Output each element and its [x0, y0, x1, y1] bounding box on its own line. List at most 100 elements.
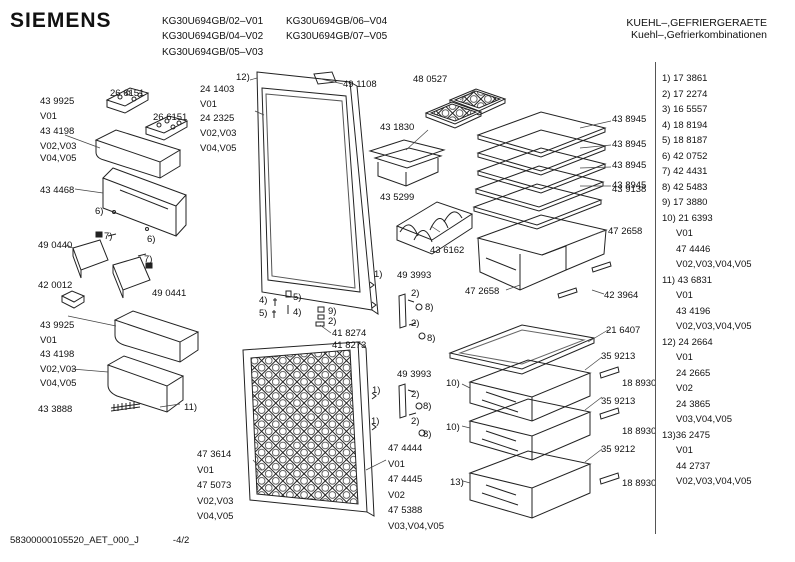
list-item: 24 3865: [676, 398, 711, 410]
part-label: 43 1830: [380, 122, 415, 133]
reference-number: 6): [95, 206, 104, 217]
list-item: V01: [676, 228, 693, 239]
model-number: KG30U694GB/07–V05: [286, 31, 388, 42]
glass-shelf: [478, 130, 605, 175]
list-item: 24 2665: [676, 367, 711, 379]
ice-tray-lower: [426, 102, 481, 128]
door-bracket: [372, 294, 425, 436]
egg-tray-upper: [107, 88, 148, 113]
reference-number: 1): [371, 416, 380, 427]
part-label: 43 9138: [612, 184, 647, 195]
list-item: V02,V03,V04,V05: [676, 321, 752, 332]
category-subtitle: Kuehl–,Gefrierkombinationen: [631, 29, 767, 41]
part-label: 24 1403: [200, 84, 235, 95]
list-item: V01: [676, 290, 693, 301]
part-label: 49 0440: [38, 240, 73, 251]
door-shelf-bottom: [108, 356, 183, 412]
part-label: V02,V03: [200, 128, 237, 139]
glass-shelf: [476, 166, 603, 211]
part-label: 47 5388: [388, 505, 423, 516]
reference-number: 8): [427, 333, 436, 344]
part-label: 43 3888: [38, 404, 73, 415]
reference-number: 1): [374, 269, 383, 280]
reference-number: 1): [372, 385, 381, 396]
list-item: V03,V04,V05: [676, 414, 732, 425]
part-label: 43 6162: [430, 245, 465, 256]
part-label: 21 6407: [606, 325, 641, 336]
part-label: 18 8930: [622, 478, 657, 489]
list-item: 43 4196: [676, 305, 711, 317]
list-item: 12) 24 2664: [662, 336, 713, 348]
reference-number: 7): [144, 254, 153, 265]
reference-number: 13): [450, 477, 464, 488]
list-item: 1) 17 3861: [662, 73, 708, 84]
freezer-door-lower: [243, 342, 374, 516]
part-label: 47 4445: [388, 474, 423, 485]
part-label: 35 9212: [601, 444, 636, 455]
list-item: 4) 18 8194: [662, 119, 708, 131]
list-item: 13)36 2475: [662, 429, 711, 441]
part-label: 43 8945: [612, 160, 647, 171]
part-label: V01: [197, 464, 214, 476]
part-label: 43 4198: [40, 126, 75, 137]
reference-number: 10): [446, 422, 460, 433]
bottle-rack: [397, 202, 472, 254]
document-code: 58300000105520_AET_000_J: [10, 535, 139, 546]
part-label: 18 8930: [622, 426, 657, 437]
part-label: 35 9213: [601, 351, 636, 362]
part-label: 43 8945: [612, 114, 647, 125]
document-footer: 58300000105520_AET_000_J-4/2: [10, 535, 189, 546]
reference-number: 4): [259, 295, 268, 306]
part-label: V02,V03: [40, 364, 77, 375]
brand-logo: SIEMENS: [10, 9, 112, 32]
egg-tray-lower: [146, 116, 187, 140]
freezer-drawer: [470, 399, 590, 460]
part-label: 43 8945: [612, 139, 647, 150]
part-label: 49 3993: [397, 369, 432, 380]
freezer-drawer: [470, 360, 590, 421]
reference-number: 2): [411, 416, 420, 427]
part-label: 49 3993: [397, 270, 432, 281]
part-label: 43 9925: [40, 96, 75, 107]
model-number: KG30U694GB/02–V01: [162, 16, 264, 27]
part-label: 47 4444: [388, 443, 423, 454]
leader-lines: [65, 78, 611, 483]
door-shelf-middle: [115, 311, 198, 362]
reference-number: 5): [259, 308, 268, 319]
reference-number: 5): [293, 292, 302, 303]
list-item: 9) 17 3880: [662, 197, 708, 208]
model-number: KG30U694GB/04–V02: [162, 31, 264, 42]
reference-number: 2): [411, 318, 420, 329]
freezer-drawer: [470, 451, 590, 518]
part-label: 42 3964: [604, 290, 639, 301]
list-item: V01: [676, 352, 693, 363]
part-label: V04,V05: [197, 511, 234, 522]
part-label: 47 5073: [197, 480, 232, 491]
part-label: V02: [388, 489, 405, 501]
part-label: 43 9925: [40, 320, 75, 331]
model-number: KG30U694GB/06–V04: [286, 16, 388, 27]
list-item: V02: [676, 383, 693, 394]
category-title: KUEHL–,GEFRIERGERAETE: [626, 17, 767, 29]
list-item: 3) 16 5557: [662, 104, 708, 115]
part-label: 48 0527: [413, 74, 448, 85]
drawer-rail: [600, 367, 619, 484]
part-label: 35 9213: [601, 396, 636, 407]
part-label: 41 8273: [332, 340, 367, 351]
bottle-rail: [111, 402, 140, 411]
part-label: 47 2658: [608, 226, 643, 237]
reference-number: 8): [425, 302, 434, 313]
reference-number: 8): [423, 429, 432, 440]
freezer-shelf-plate: [450, 325, 594, 374]
glass-shelf: [478, 112, 605, 157]
reference-number: 2): [328, 316, 337, 327]
door-shelf-upper: [96, 130, 180, 178]
list-item: V02,V03,V04,V05: [676, 259, 752, 270]
parts-list: 1) 17 3861 2) 17 2274 3) 16 5557 4) 18 8…: [662, 71, 752, 490]
part-label: V01: [40, 335, 57, 346]
list-item: 7) 42 4431: [662, 166, 708, 177]
flap-cover-right: [113, 257, 152, 298]
part-label: 42 0012: [38, 280, 73, 291]
reference-number: 4): [293, 307, 302, 318]
column-divider: [655, 62, 656, 534]
